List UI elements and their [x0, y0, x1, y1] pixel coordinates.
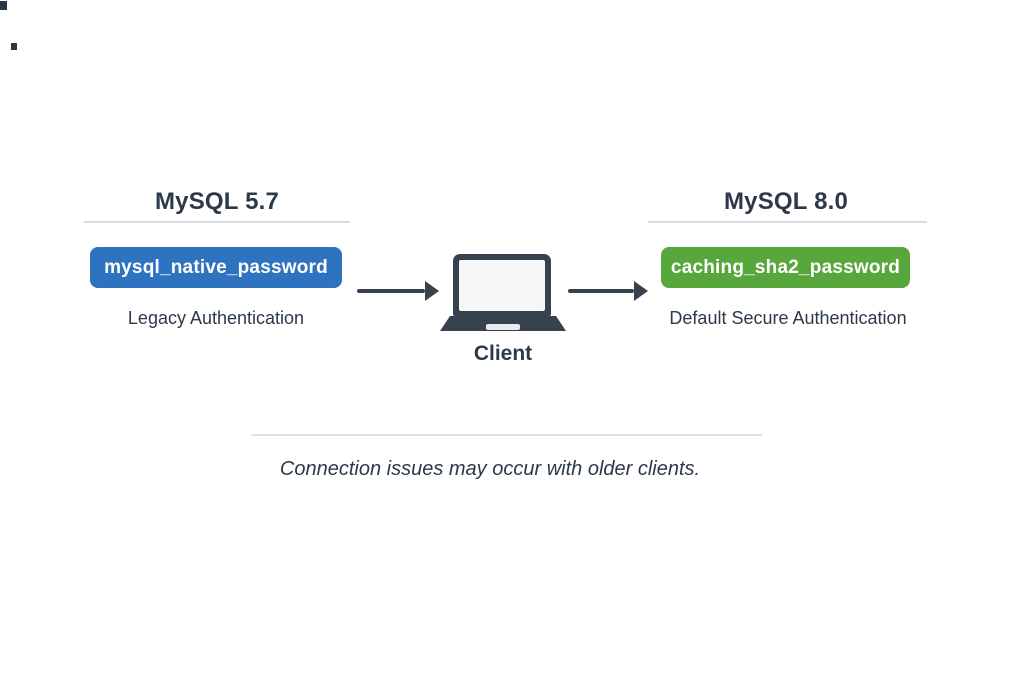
- mysql-80-heading: MySQL 8.0: [723, 188, 849, 215]
- flow-arrowhead-left: [425, 281, 439, 301]
- secure-auth-caption: Default Secure Authentication: [669, 308, 907, 328]
- corner-artifact: [0, 1, 7, 10]
- footnote: Connection issues may occur with older c…: [279, 458, 701, 480]
- legacy-auth-caption: Legacy Authentication: [127, 308, 305, 328]
- laptop-display: [459, 260, 545, 311]
- laptop-screen: [453, 254, 551, 316]
- mysql-57-heading: MySQL 5.7: [154, 188, 280, 215]
- sha2-password-badge-label: caching_sha2_password: [670, 256, 901, 278]
- native-password-badge-label: mysql_native_password: [104, 256, 328, 278]
- flow-arrow-right: [568, 289, 634, 293]
- corner-artifact: [11, 43, 17, 50]
- laptop-icon: [440, 254, 566, 331]
- laptop-base: [440, 316, 566, 331]
- note-divider: [251, 434, 762, 436]
- laptop-touchpad-notch: [486, 324, 520, 330]
- native-password-badge: mysql_native_password: [90, 247, 342, 288]
- client-label: Client: [473, 342, 533, 365]
- heading-underline: [84, 221, 350, 223]
- heading-underline: [648, 221, 927, 223]
- flow-arrowhead-right: [634, 281, 648, 301]
- flow-arrow-left: [357, 289, 425, 293]
- sha2-password-badge: caching_sha2_password: [661, 247, 910, 288]
